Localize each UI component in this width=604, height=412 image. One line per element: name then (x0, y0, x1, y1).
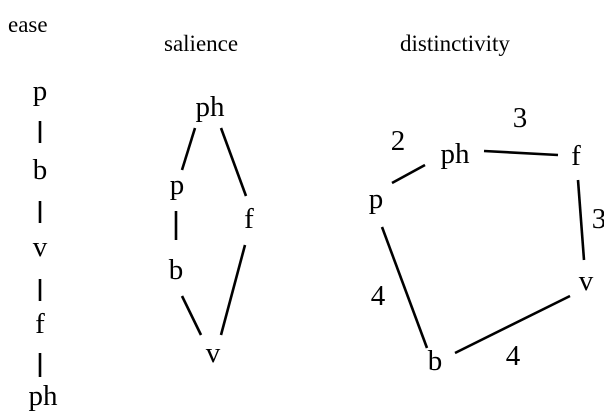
ease-node-p: p (33, 75, 48, 107)
distinctivity-edge-b-p (380, 226, 429, 349)
salience-diagram: salience ph p f b v (164, 31, 254, 369)
ease-node-f: f (35, 308, 45, 340)
distinctivity-weight-p-ph: 2 (391, 125, 406, 157)
distinctivity-node-p: p (369, 183, 384, 215)
salience-node-ph: ph (196, 91, 226, 123)
distinctivity-node-b: b (428, 345, 443, 377)
distinctivity-node-v: v (579, 265, 594, 297)
distinctivity-weight-f-v: 3 (592, 203, 604, 235)
distinctivity-edge-f-v (576, 179, 586, 261)
salience-edge-ph-f (219, 127, 248, 197)
distinctivity-edge-ph-f (483, 149, 559, 157)
ease-diagram: ease p b v f ph (8, 12, 58, 412)
distinctivity-title: distinctivity (400, 31, 510, 56)
ease-node-b: b (33, 154, 48, 186)
distinctivity-node-f: f (571, 140, 581, 172)
distinctivity-diagram: distinctivity p ph f v b 2 3 3 4 4 (369, 31, 604, 377)
salience-edge-ph-p (180, 127, 197, 171)
distinctivity-weight-v-b: 4 (506, 340, 521, 372)
ease-node-ph: ph (29, 380, 59, 412)
distinctivity-weight-ph-f: 3 (513, 102, 528, 134)
salience-edge-f-v (219, 244, 247, 336)
distinctivity-edge-p-ph (391, 163, 426, 185)
salience-node-p: p (170, 169, 185, 201)
salience-node-f: f (244, 203, 254, 235)
distinctivity-weight-b-p: 4 (371, 280, 386, 312)
salience-node-b: b (169, 254, 184, 286)
ease-title: ease (8, 12, 48, 37)
ease-node-v: v (33, 231, 48, 263)
distinctivity-node-ph: ph (441, 138, 471, 170)
salience-title: salience (164, 31, 238, 56)
salience-node-v: v (206, 337, 221, 369)
distinctivity-edge-v-b (454, 294, 571, 355)
salience-edge-b-v (180, 295, 203, 336)
